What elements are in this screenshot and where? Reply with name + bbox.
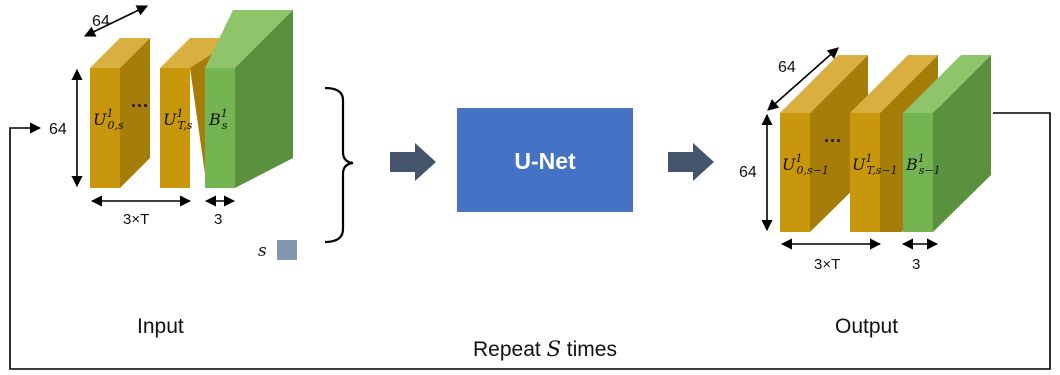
input-time-width-label: 3×T bbox=[123, 211, 149, 228]
input-block-b-side bbox=[235, 10, 293, 188]
output-time-width-label: 3×T bbox=[814, 256, 840, 273]
input-depth-label: 64 bbox=[92, 13, 110, 30]
flow-arrow-to-unet bbox=[390, 143, 436, 181]
output-depth-label: 64 bbox=[778, 59, 796, 76]
output-ellipsis: ··· bbox=[824, 131, 842, 151]
output-block-u-first-front bbox=[780, 113, 810, 232]
output-block-b-side bbox=[933, 55, 991, 232]
input-channel-width-label: 3 bbox=[214, 211, 222, 228]
input-ellipsis: ··· bbox=[131, 96, 149, 116]
input-block-u-first-front bbox=[90, 68, 120, 188]
input-label: Input bbox=[137, 315, 184, 338]
input-height-label: 64 bbox=[49, 121, 67, 138]
output-channel-width-label: 3 bbox=[912, 256, 920, 273]
output-block-u-last-top bbox=[850, 55, 938, 113]
unet-block: U-Net bbox=[457, 108, 633, 212]
flow-arrow-to-output bbox=[668, 143, 714, 181]
input-block-u-first-side bbox=[120, 38, 150, 188]
feedback-loop-arrow bbox=[9, 112, 1051, 370]
input-block-u-first bbox=[90, 38, 150, 188]
unet-box bbox=[457, 108, 633, 212]
output-block-u-last-front bbox=[850, 113, 880, 232]
output-block-b bbox=[903, 55, 991, 232]
input-block-b bbox=[205, 10, 293, 188]
output-label: Output bbox=[835, 315, 898, 338]
input-block-u-first-top bbox=[90, 38, 150, 68]
input-group-brace bbox=[324, 86, 354, 244]
unet-label: U-Net bbox=[514, 148, 576, 174]
input-depth-arrow bbox=[83, 5, 149, 37]
input-block-u-last-front bbox=[160, 68, 190, 188]
output-block-b-front bbox=[903, 113, 933, 232]
input-s-square bbox=[277, 240, 297, 260]
output-depth-arrow bbox=[767, 47, 839, 111]
input-s-label: s bbox=[258, 241, 267, 261]
repeat-label: Repeat S times bbox=[473, 337, 617, 361]
output-height-label: 64 bbox=[739, 164, 757, 181]
output-block-b-top bbox=[903, 55, 991, 113]
input-block-b-front bbox=[205, 68, 235, 188]
